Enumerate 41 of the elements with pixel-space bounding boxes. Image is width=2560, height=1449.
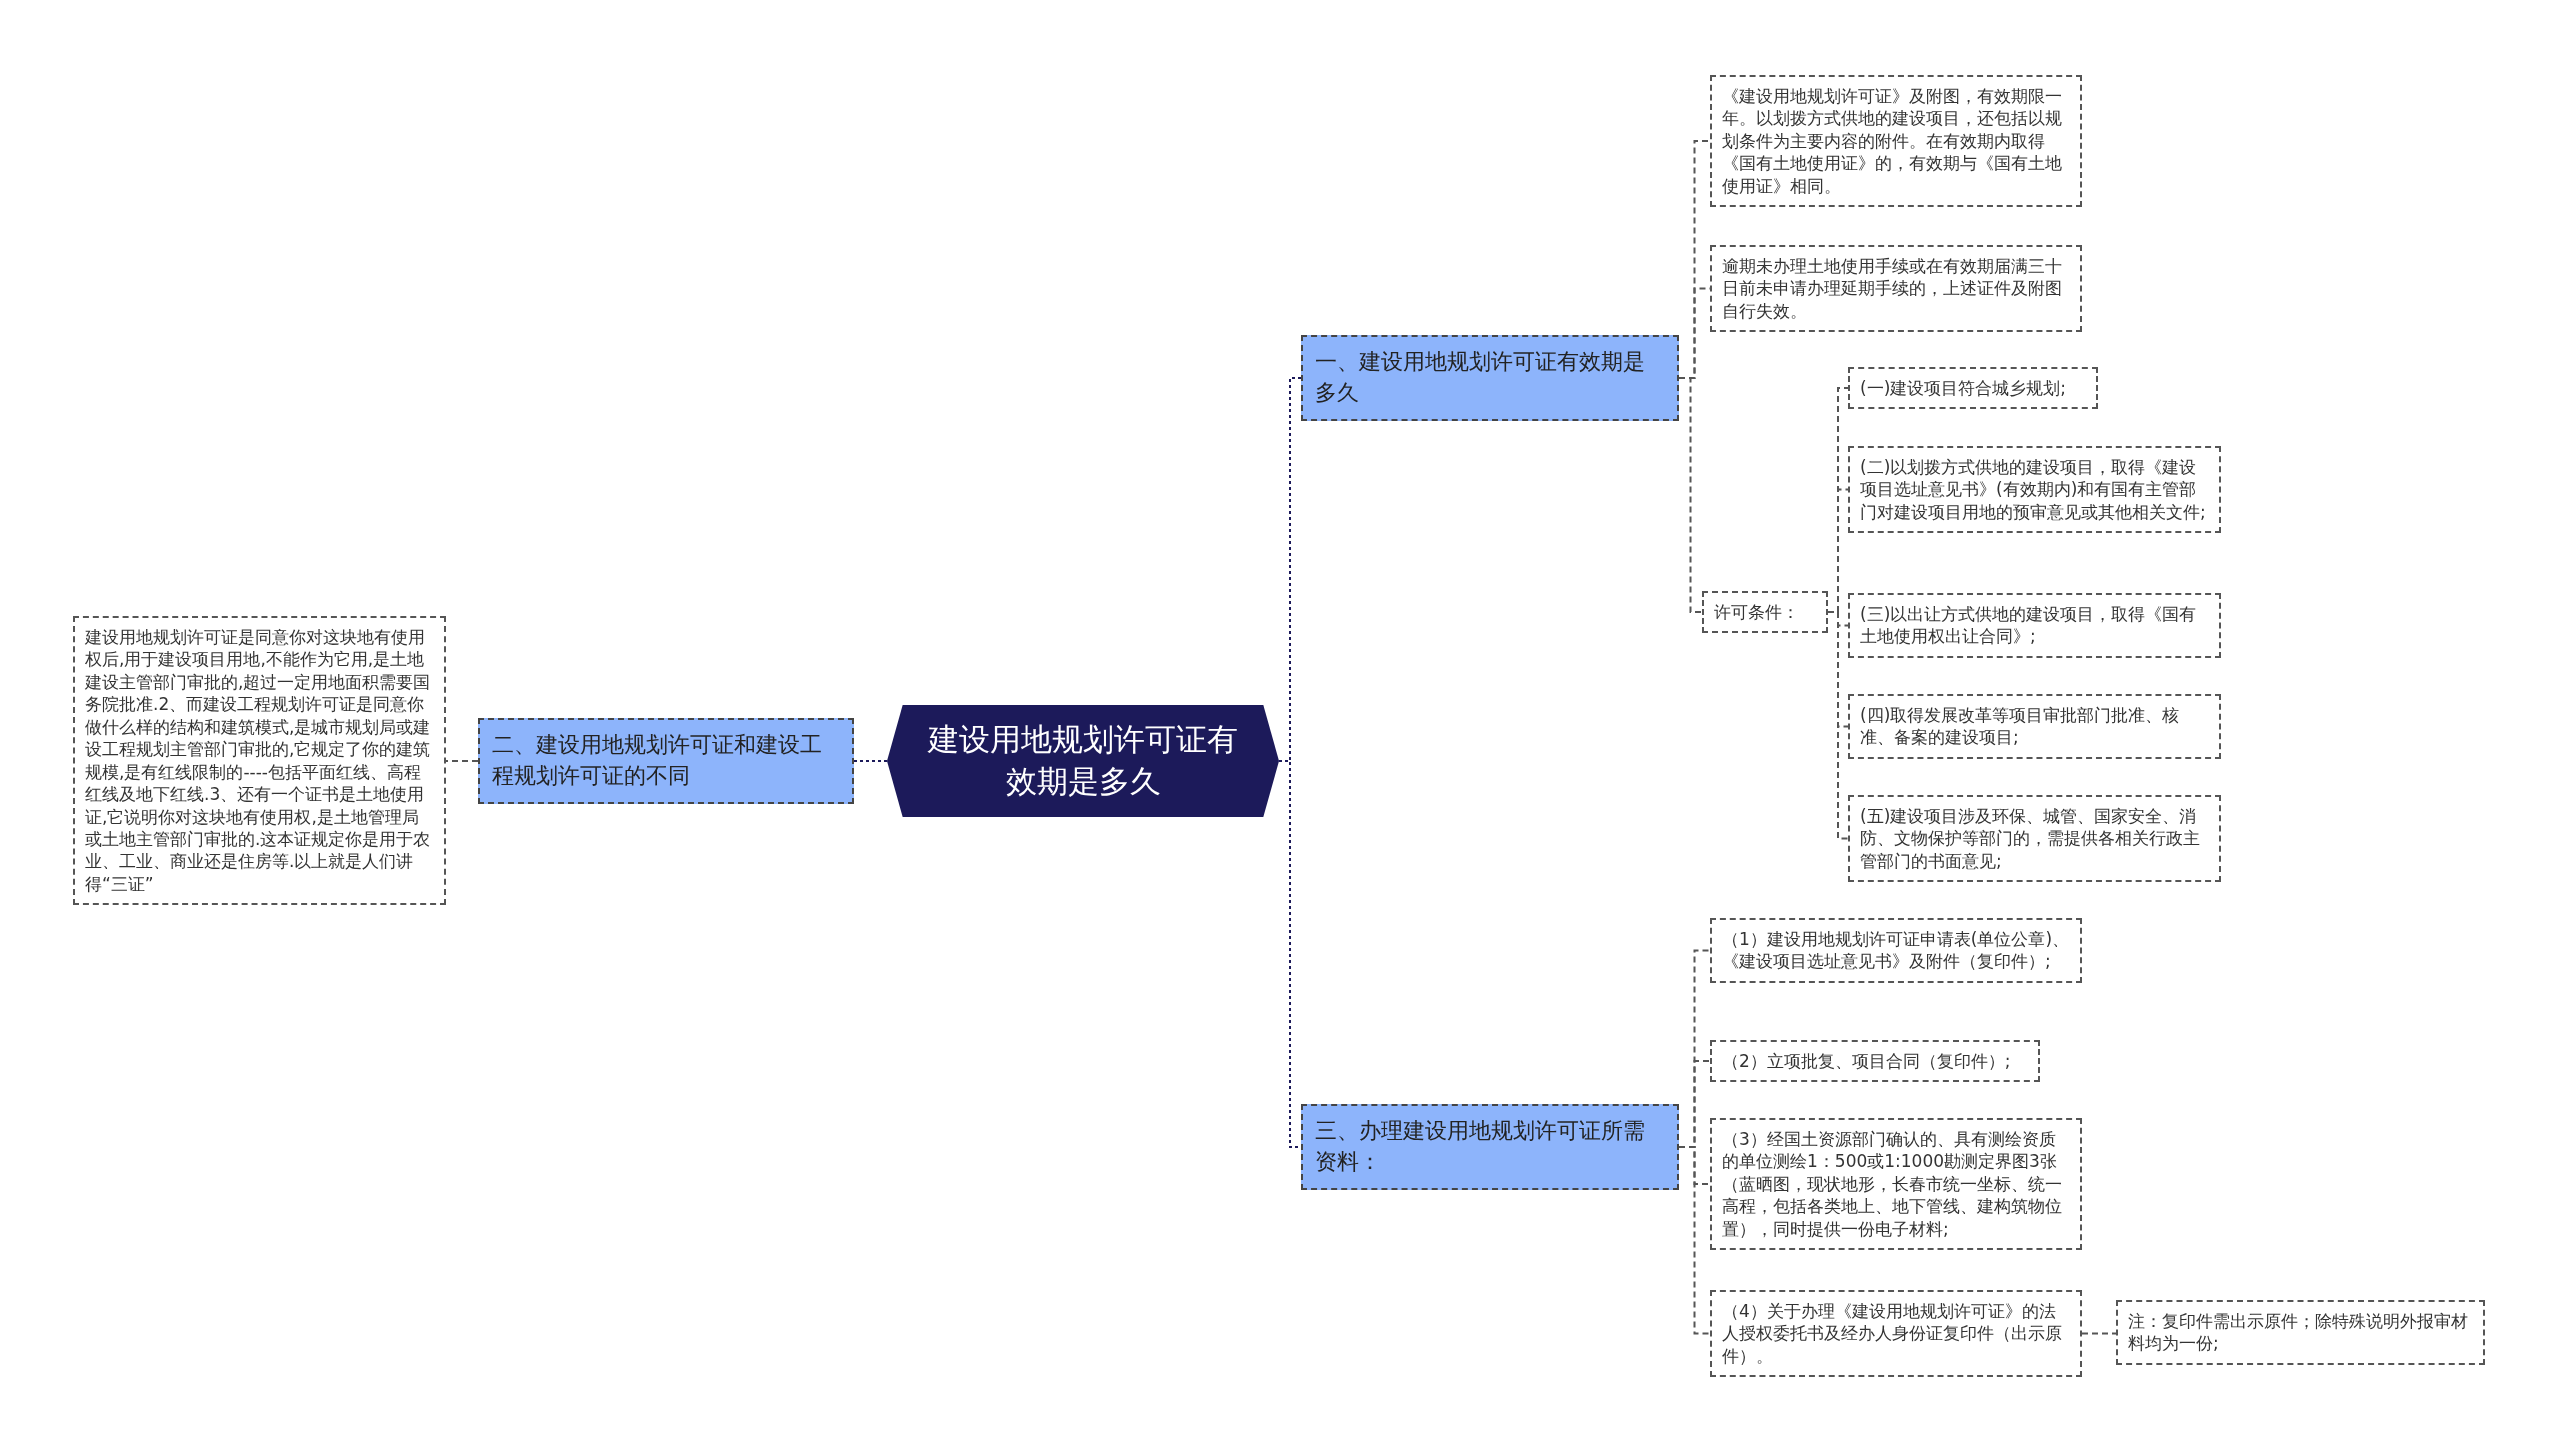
text-box (1710, 1040, 2040, 1083)
topic-text: （2）立项批复、项目合同（复印件）; (1722, 1050, 2012, 1073)
topic-text: 建设用地规划许可证是同意你对这块地有使用权后,用于建设项目用地,不能作为它用,是土地建设主管部门审批的,超过一定用地面积需要国务院批准.2、而建设工程规划许可证是同意你做什么样的结构和建筑模式,是城市规划局或建设工程规划主管部门审批的,它规定了你的建筑规模,是有红线限制的----包括平面红线、高程红线及地下红线.3、还有一个证书是土地使用证,它说明你对这块地有使用权,是土地管理局或土地主管部门审批的.这本证规定你是用于农业、工业、商业还是住房等.以上就是人们讲得“三证” (85, 626, 432, 896)
text-box (1710, 1290, 2082, 1378)
connector-line (1678, 377, 1703, 613)
text-box (1848, 446, 2221, 534)
connector-line (853, 760, 888, 762)
connector-line (2081, 1332, 2117, 1335)
topic-text: 逾期未办理土地使用手续或在有效期届满三十日前未申请办理延期手续的，上述证件及附图自行失效。 (1722, 255, 2063, 323)
text-box (1848, 593, 2221, 658)
text-box (1710, 75, 2082, 208)
topic-text: 一、建设用地规划许可证有效期是多久 (1315, 348, 1646, 407)
connector-line (1678, 1146, 1711, 1335)
branch-topic-box (1301, 1104, 1679, 1190)
text-box (1702, 591, 1828, 634)
topic-text: 二、建设用地规划许可证和建设工程规划许可证的不同 (492, 731, 823, 790)
text-box (1848, 367, 2098, 410)
topic-text: 《建设用地规划许可证》及附图，有效期限一年。以划拨方式供地的建设项目，还包括以规划条件为主要内容的附件。在有效期内取得《国有土地使用证》的，有效期与《国有土地使用证》相同。 (1722, 85, 2063, 198)
connector-line (1827, 611, 1849, 840)
branch-topic-box (478, 718, 854, 804)
text-box (1848, 694, 2221, 759)
central-topic-hexagon (887, 705, 1279, 817)
topic-text: （3）经国土资源部门确认的、具有测绘资质的单位测绘1：500或1:1000勘测定界图3张（蓝晒图，现状地形，长春市统一坐标、统一高程，包括各类地上、地下管线、建构筑物位置），同时提供一份电子材料; (1722, 1128, 2063, 1241)
topic-title: 建设用地规划许可证有效期是多久 (927, 720, 1239, 801)
topic-text: (四)取得发展改革等项目审批部门批准、核准、备案的建设项目; (1860, 704, 2181, 749)
topic-text: 注：复印件需出示原件；除特殊说明外报审材料均为一份; (2128, 1310, 2469, 1355)
topic-text: 三、办理建设用地规划许可证所需资料： (1315, 1117, 1646, 1176)
connector-line (445, 760, 479, 762)
topic-text: (五)建设项目涉及环保、城管、国家安全、消防、文物保护等部门的，需提供各相关行政主管部门的书面意见; (1860, 805, 2201, 873)
topic-text: (二)以划拨方式供地的建设项目，取得《建设项目选址意见书》(有效期内)和有国有主管部门对建设项目用地的预审意见或其他相关文件; (1860, 456, 2207, 524)
text-box (1710, 918, 2082, 983)
text-box (1710, 1118, 2082, 1251)
text-box (1710, 245, 2082, 333)
text-box (1848, 795, 2221, 883)
text-box (2116, 1300, 2485, 1365)
branch-topic-box (1301, 335, 1679, 421)
topic-text: (一)建设项目符合城乡规划; (1860, 377, 2067, 400)
topic-text: (三)以出让方式供地的建设项目，取得《国有土地使用权出让合同》; (1860, 603, 2198, 648)
topic-text: 许可条件： (1714, 601, 1800, 624)
topic-text: （1）建设用地规划许可证申请表(单位公章)、《建设项目选址意见书》及附件（复印件）; (1722, 928, 2070, 973)
topic-text: （4）关于办理《建设用地规划许可证》的法人授权委托书及经办人身份证复印件（出示原件）。 (1722, 1300, 2063, 1368)
